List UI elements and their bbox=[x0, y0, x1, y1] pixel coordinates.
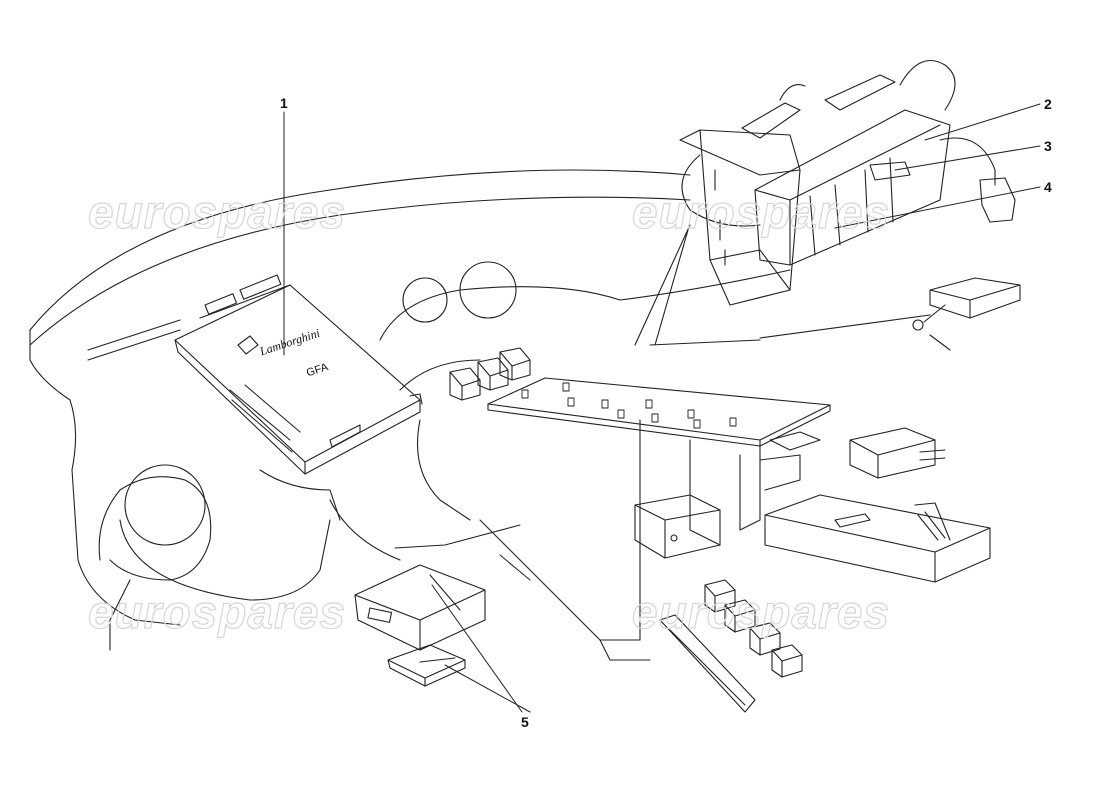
watermark-top-right: eurospares bbox=[631, 185, 891, 238]
bottom-relays bbox=[704, 579, 803, 678]
right-control-box bbox=[764, 494, 991, 583]
control-module-5 bbox=[354, 564, 486, 651]
right-relay-box bbox=[849, 427, 946, 479]
relay-cluster bbox=[449, 347, 531, 401]
callout-2: 2 bbox=[1044, 96, 1052, 112]
control-module-5-card bbox=[387, 644, 466, 687]
watermark-top-left: eurospares bbox=[87, 185, 347, 238]
mounting-plate bbox=[487, 377, 831, 559]
top-right-relay-assembly bbox=[679, 60, 1016, 306]
relay-bracket bbox=[659, 614, 756, 713]
gfa-control-unit bbox=[174, 274, 423, 475]
watermark-bottom-left: eurospares bbox=[87, 585, 347, 638]
callout-3: 3 bbox=[1044, 138, 1052, 154]
callout-5: 5 bbox=[521, 714, 529, 730]
callout-1: 1 bbox=[280, 95, 288, 111]
small-sensor bbox=[912, 277, 1021, 351]
dashboard-outline bbox=[29, 169, 791, 661]
gauge-circles bbox=[124, 261, 517, 546]
callout-4: 4 bbox=[1044, 179, 1052, 195]
watermark-bottom-right: eurospares bbox=[631, 585, 891, 638]
